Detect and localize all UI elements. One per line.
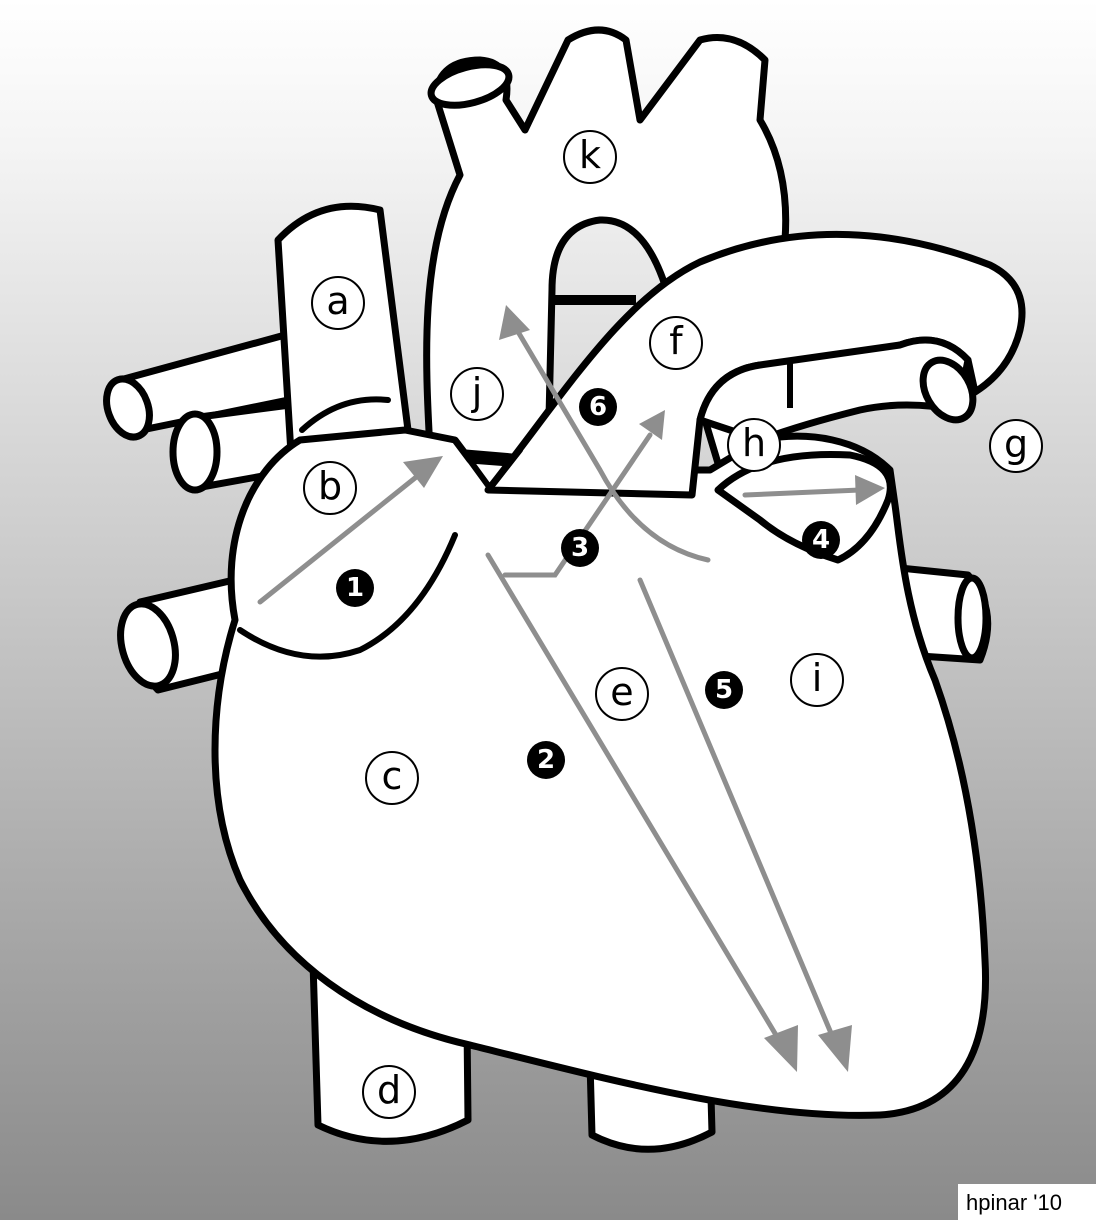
- step-marker-6: 6: [579, 388, 617, 426]
- step-text: 4: [812, 525, 830, 555]
- step-marker-5: 5: [705, 671, 743, 709]
- step-marker-1: 1: [336, 569, 374, 607]
- label-text: b: [318, 464, 342, 508]
- label-k: k: [564, 131, 616, 183]
- step-text: 3: [571, 533, 589, 563]
- label-text: i: [812, 656, 823, 700]
- label-f: f: [650, 317, 702, 369]
- step-marker-4: 4: [802, 521, 840, 559]
- label-text: a: [326, 279, 349, 323]
- label-d: d: [363, 1066, 415, 1118]
- label-text: d: [377, 1068, 401, 1112]
- label-a: a: [312, 277, 364, 329]
- step-marker-3: 3: [561, 529, 599, 567]
- label-text: e: [610, 670, 633, 714]
- pulmonary-vein-lower-right-opening: [173, 414, 217, 490]
- ductus-connector: [552, 295, 636, 305]
- label-b: b: [304, 462, 356, 514]
- label-text: j: [471, 370, 483, 414]
- credit-box: hpinar '10: [958, 1184, 1096, 1220]
- label-c: c: [366, 752, 418, 804]
- step-marker-2: 2: [527, 741, 565, 779]
- label-j: j: [451, 368, 503, 420]
- credit-text: hpinar '10: [966, 1190, 1062, 1215]
- pulmonary-vein-left-opening: [958, 578, 986, 658]
- step-text: 5: [715, 675, 733, 705]
- label-text: f: [669, 319, 684, 363]
- label-h: h: [728, 419, 780, 471]
- step-text: 2: [537, 745, 555, 775]
- step-text: 6: [589, 392, 607, 422]
- label-text: h: [742, 421, 766, 465]
- label-e: e: [596, 668, 648, 720]
- label-g: g: [990, 420, 1042, 472]
- label-text: g: [1004, 422, 1028, 466]
- step-text: 1: [346, 573, 364, 603]
- label-text: c: [382, 754, 403, 798]
- label-text: k: [579, 133, 601, 177]
- label-i: i: [791, 654, 843, 706]
